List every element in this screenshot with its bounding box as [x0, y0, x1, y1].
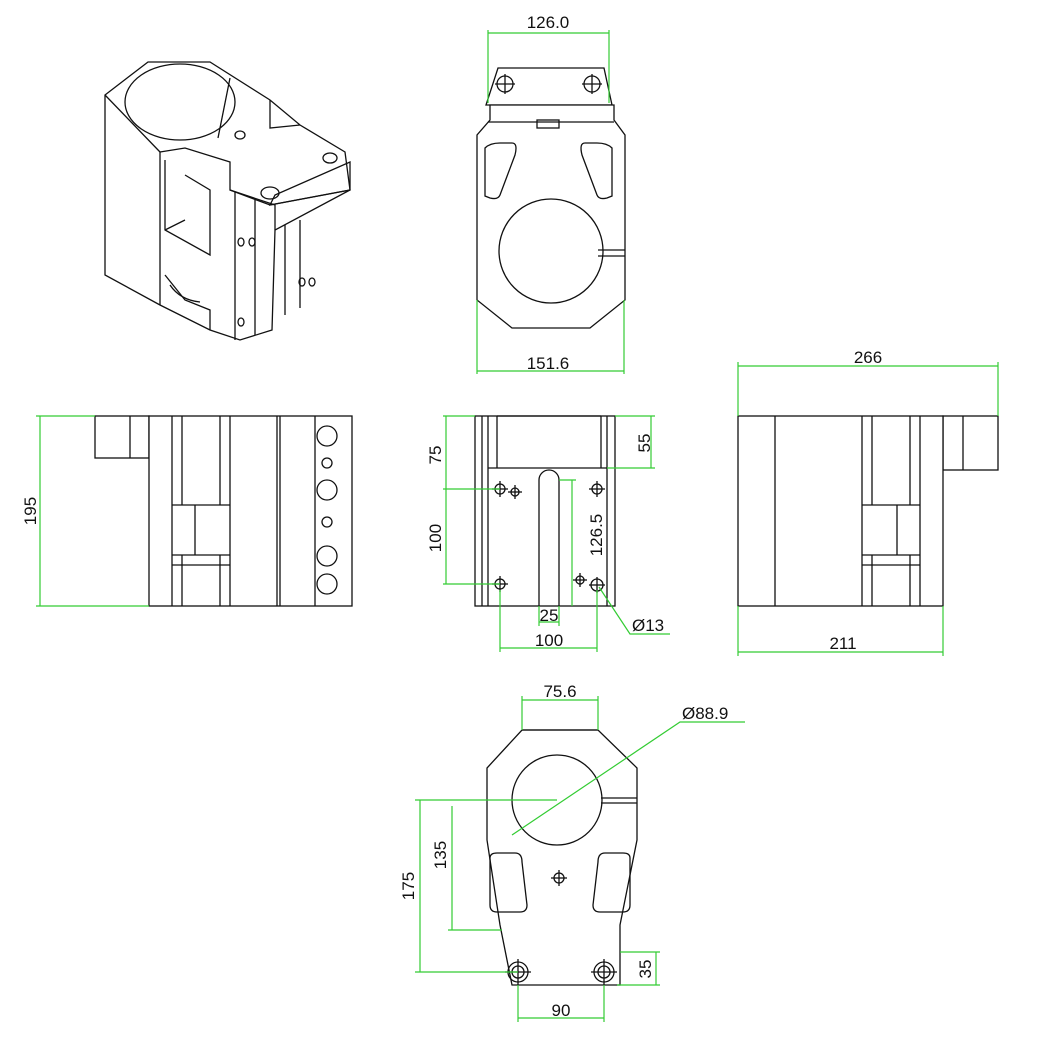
dim-175: 175: [399, 872, 418, 900]
front-view: [474, 415, 616, 607]
dim-100-horizontal: 100: [535, 631, 563, 650]
dim-151-6: 151.6: [527, 354, 570, 373]
dimension-lines: [36, 30, 999, 1022]
dim-55: 55: [635, 434, 654, 453]
dim-90: 90: [552, 1001, 571, 1020]
bottom-view: [486, 729, 638, 986]
right-view: [737, 415, 999, 607]
left-view: [94, 415, 353, 607]
dim-126-0: 126.0: [527, 13, 570, 32]
dim-211: 211: [829, 634, 856, 653]
dim-75: 75: [426, 446, 445, 465]
dim-135: 135: [431, 841, 450, 869]
dim-25: 25: [540, 606, 559, 625]
dim-100-vertical: 100: [426, 524, 445, 552]
dim-diameter-13: Ø13: [632, 616, 664, 635]
top-view: [476, 67, 626, 329]
isometric-view: [104, 61, 351, 341]
dim-75-6: 75.6: [543, 682, 576, 701]
dimension-labels: 126.0 151.6 195 75 100 55 126.5 25 100 Ø…: [21, 13, 882, 1020]
dim-35: 35: [636, 960, 655, 979]
dim-diameter-88-9: Ø88.9: [682, 704, 728, 723]
dim-195: 195: [21, 497, 40, 525]
dim-266: 266: [854, 348, 882, 367]
dim-126-5: 126.5: [587, 514, 606, 557]
